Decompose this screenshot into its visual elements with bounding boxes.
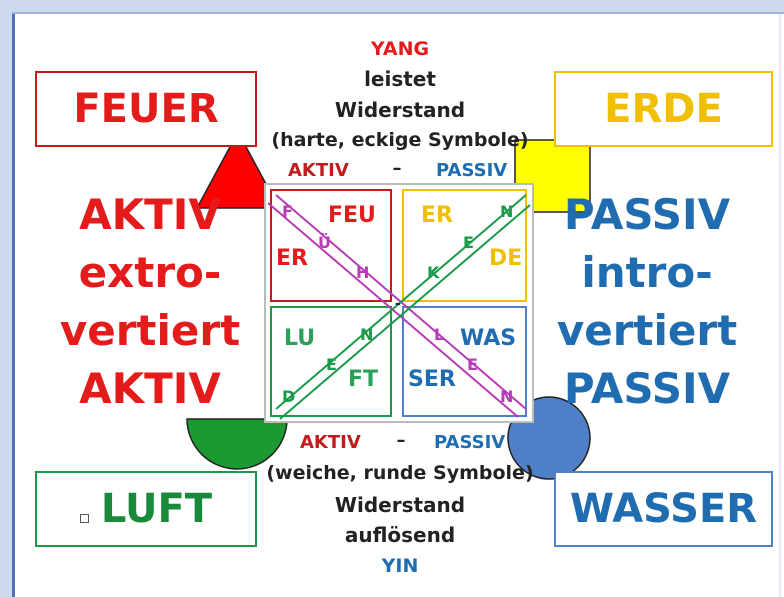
grid-fire-er: ER	[276, 246, 308, 271]
grid-air-d: D	[282, 387, 295, 406]
bottom-text-line1: (weiche, runde Symbole)	[266, 462, 534, 484]
small-square-icon	[79, 513, 89, 523]
right-line2: intro-	[581, 248, 713, 297]
left-line1: AKTIV	[79, 190, 221, 239]
grid-water-was: WAS	[460, 326, 516, 351]
grid-water-n: N	[500, 387, 513, 406]
slide-frame-top	[0, 0, 784, 14]
right-line4: PASSIV	[563, 364, 731, 413]
water-quadrant	[402, 306, 527, 417]
slide-frame-left-line	[12, 14, 15, 597]
top-text-line1: leistet	[364, 67, 436, 91]
grid-water-e: E	[467, 355, 478, 374]
grid-air-lu: LU	[284, 326, 315, 351]
left-side-text: AKTIV extro- vertiert AKTIV	[40, 186, 260, 418]
grid-air-e: E	[326, 355, 337, 374]
bottom-dash: –	[396, 430, 406, 451]
grid-air-ft: FT	[348, 367, 378, 392]
grid-fire-h: H	[356, 263, 369, 282]
slide-frame-right-line	[779, 14, 781, 597]
left-line2: extro-	[78, 248, 222, 297]
grid-earth-de: DE	[489, 246, 522, 271]
earth-label: ERDE	[604, 86, 723, 132]
grid-earth-e: E	[463, 233, 474, 252]
air-box: LUFT	[35, 471, 257, 547]
grid-fire-f: F	[282, 202, 293, 221]
earth-box: ERDE	[554, 71, 773, 147]
grid-air-n: N	[360, 325, 373, 344]
water-box: WASSER	[554, 471, 773, 547]
grid-water-ser: SER	[408, 367, 456, 392]
right-line1: PASSIV	[563, 190, 731, 239]
grid-fire-feu: FEU	[328, 203, 376, 228]
green-diagonal-second	[279, 204, 531, 420]
air-label: LUFT	[100, 486, 213, 532]
green-diagonal	[275, 194, 527, 410]
bottom-aktiv-label: AKTIV	[300, 432, 361, 453]
bottom-text-line2: Widerstand	[334, 493, 466, 517]
element-grid: FEU ER F Ü H ER DE N E K LU FT N E D WAS…	[264, 183, 534, 423]
yang-label: YANG	[370, 38, 430, 60]
right-side-text: PASSIV intro- vertiert PASSIV	[532, 186, 762, 418]
top-text-line2: Widerstand	[334, 98, 466, 122]
yin-label: YIN	[381, 555, 419, 577]
grid-earth-n: N	[500, 202, 513, 221]
water-label: WASSER	[569, 486, 758, 532]
top-text-line3: (harte, eckige Symbole)	[271, 129, 529, 151]
top-aktiv-label: AKTIV	[288, 160, 349, 181]
grid-water-l: L	[434, 325, 444, 344]
left-line4: AKTIV	[79, 364, 221, 413]
bottom-text-line3: auflösend	[344, 523, 456, 547]
slide-frame-left	[0, 0, 14, 597]
bottom-passiv-label: PASSIV	[434, 432, 506, 453]
fire-box: FEUER	[35, 71, 257, 147]
top-dash: –	[392, 158, 402, 179]
fire-triangle-icon	[195, 130, 281, 209]
air-quadrant	[270, 306, 392, 417]
grid-center-dash: -	[395, 296, 401, 312]
grid-earth-k: K	[427, 263, 440, 282]
left-line3: vertiert	[59, 306, 241, 355]
fire-quadrant	[270, 189, 392, 302]
grid-fire-u: Ü	[318, 233, 331, 252]
grid-earth-er: ER	[421, 203, 453, 228]
right-line3: vertiert	[556, 306, 738, 355]
fire-label: FEUER	[73, 86, 219, 132]
slide-frame-top-line	[12, 12, 784, 14]
top-passiv-label: PASSIV	[436, 160, 508, 181]
air-half-circle-icon	[186, 418, 288, 470]
earth-quadrant	[402, 189, 527, 302]
